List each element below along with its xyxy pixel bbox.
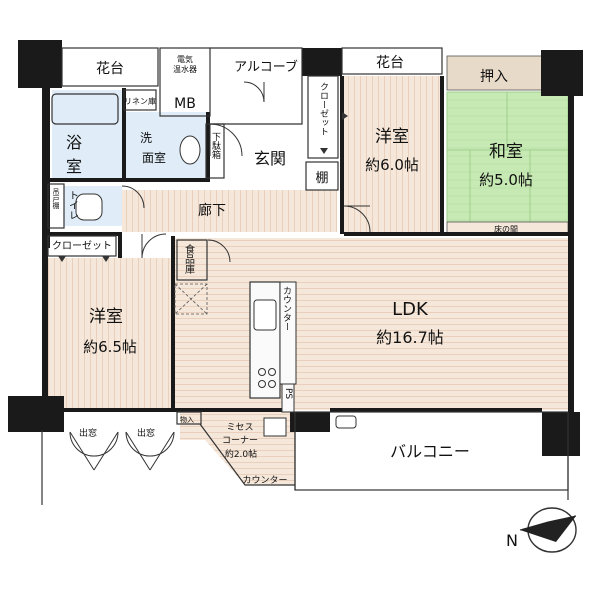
genkan-label: 玄関 xyxy=(254,149,286,168)
north-compass-icon xyxy=(519,507,577,553)
yoshitsu-top-size: 約6.0帖 xyxy=(365,156,419,174)
bath-label-1: 浴 xyxy=(66,133,82,152)
yoshitsu-top-label: 洋室 xyxy=(375,127,409,147)
oshiire-label: 押入 xyxy=(480,69,508,85)
tsuridana-label: 吊戸棚 xyxy=(52,188,60,210)
kitchen-counter xyxy=(249,281,281,399)
mises-label-1: ミセス xyxy=(226,422,253,433)
hanadai-left-label: 花台 xyxy=(96,61,124,77)
counter-bottom-label: カウンター xyxy=(242,475,287,486)
alcove-label: アルコーブ xyxy=(234,59,298,75)
ldk-label: LDK xyxy=(392,299,429,320)
linen-label: リネン庫 xyxy=(124,96,156,106)
washitsu-size: 約5.0帖 xyxy=(479,171,533,189)
washroom-label-1: 洗 xyxy=(140,131,152,145)
balcony-label: バルコニー xyxy=(390,442,470,461)
north-label: N xyxy=(506,531,518,550)
corridor-floor xyxy=(122,190,337,232)
tokonoma-label: 床の間 xyxy=(494,224,518,234)
tana-label: 棚 xyxy=(315,171,328,186)
rouka-label: 廊下 xyxy=(198,202,226,219)
counter-vertical-label: カウンター xyxy=(281,286,292,331)
mb-label: MB xyxy=(174,96,196,112)
ldk-size: 約16.7帖 xyxy=(376,328,444,347)
denki-label-2: 温水器 xyxy=(173,64,197,74)
shokuhin-label: 食品庫 xyxy=(183,243,195,275)
closet-left-label: クローゼット xyxy=(52,240,112,252)
yoshitsu-top-floor xyxy=(344,76,440,234)
denki-label-1: 電気 xyxy=(177,54,193,64)
mises-size: 約2.0帖 xyxy=(225,448,257,460)
hanadai-right-label: 花台 xyxy=(376,55,404,71)
mises-label-2: コーナー xyxy=(222,435,258,446)
ldk-floor xyxy=(175,238,568,410)
yoshitsu-left-label: 洋室 xyxy=(89,307,123,327)
toilet-label: トイレ xyxy=(67,190,79,220)
mono-ire-label: 物入 xyxy=(180,415,194,424)
washitsu-label: 和室 xyxy=(489,142,523,162)
washroom-label-2: 面室 xyxy=(142,150,166,165)
closet-top-label: クローゼット xyxy=(318,82,329,136)
yoshitsu-left-floor xyxy=(48,258,175,408)
yoshitsu-left-size: 約6.5帖 xyxy=(83,338,137,356)
bath-floor xyxy=(52,90,122,178)
ps-label: PS xyxy=(283,388,293,399)
walls xyxy=(8,40,583,456)
bath-label-2: 室 xyxy=(66,157,82,176)
oshiire-floor xyxy=(446,55,543,91)
demado-label-1: 出窓 xyxy=(79,427,97,439)
getabako-label: 下駄箱 xyxy=(210,132,221,160)
demado-label-2: 出窓 xyxy=(137,427,155,439)
